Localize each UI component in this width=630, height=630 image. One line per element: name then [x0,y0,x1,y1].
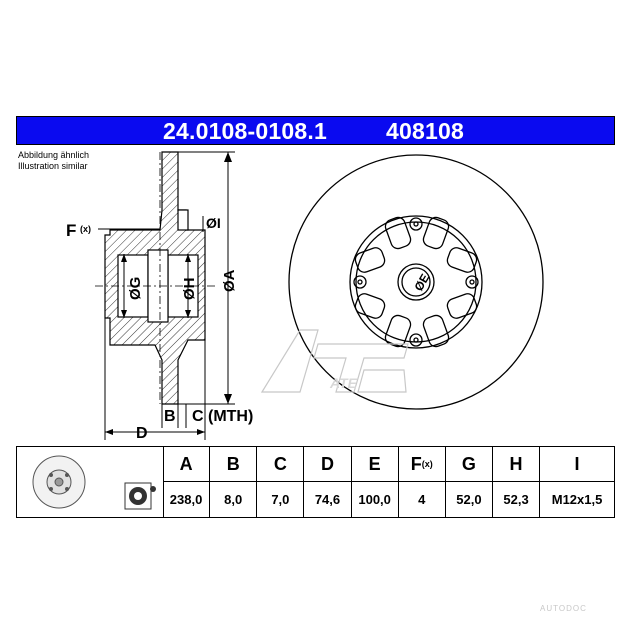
disc-front-view [288,154,544,410]
label-e: ØE [411,271,432,293]
label-g: ØG [127,277,144,300]
illustration-note-en: Illustration similar [18,161,88,171]
label-i: ØI [206,215,221,231]
label-c: C (MTH) [192,408,253,425]
ate-watermark-text: ATE [329,375,358,391]
label-h: ØH [181,278,198,301]
illustration-note-de: Abbildung ähnlich [18,150,90,160]
title-banner: 24.0108-0108.1 408108 [16,116,615,145]
bearing-thumbnail-icon [124,482,156,510]
label-a: ØA [221,269,238,292]
autodoc-watermark: AUTODOC [540,604,587,613]
label-f-sub: (x) [80,224,91,234]
ate-watermark [260,329,409,393]
label-d: D [136,425,148,442]
thumbnail-cell [17,447,164,517]
col-f: F(x)4 [397,447,445,517]
label-b: B [164,408,176,425]
part-number: 24.0108-0108.1 [163,118,327,144]
disc-thumbnail-icon [32,455,156,510]
reference-number: 408108 [386,118,464,144]
label-f: F [66,221,76,240]
